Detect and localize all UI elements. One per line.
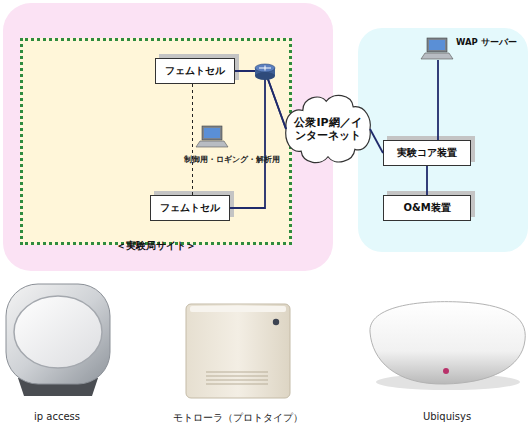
laptop-screen-frame (202, 126, 222, 140)
core-region (358, 28, 528, 252)
product-caption: Ubiquisys (423, 411, 471, 422)
server-laptop: WAP サーバー (423, 38, 453, 60)
femtocell-box: フェムトセル (155, 58, 235, 84)
laptop-base (196, 141, 228, 147)
laptop-screen (204, 128, 220, 138)
device-vents (206, 372, 268, 384)
laptop-icon (423, 38, 453, 60)
device-logo (443, 368, 449, 374)
device-oval (14, 296, 102, 368)
product-caption: ip access (34, 411, 80, 422)
laptop-screen (429, 40, 445, 50)
network-link (426, 166, 428, 195)
router-base (255, 72, 275, 80)
device-body (186, 304, 290, 398)
node-label: 公衆IP網／インターネット (289, 116, 367, 142)
device-body (6, 284, 110, 384)
cloud-shape (286, 95, 371, 162)
node-label: O&M装置 (403, 202, 450, 214)
device-logo (273, 319, 279, 325)
site-label: ＜実験局サイト＞ (116, 240, 196, 252)
network-link (230, 71, 286, 208)
ip-access-device (6, 284, 110, 396)
ubiquisys-device (370, 302, 525, 390)
network-link (370, 129, 383, 153)
node-label: フェムトセル (165, 65, 225, 77)
om-box: O&M装置 (383, 195, 471, 221)
product-caption: モトローラ（プロトタイプ） (173, 411, 303, 425)
router-icon (255, 64, 275, 80)
core-box: 実験コア装置 (383, 140, 471, 166)
site-area: フェムトセルフェムトセル＜実験局サイト＞ (20, 38, 292, 245)
femtocell-box: フェムトセル (150, 195, 230, 221)
dashed-link (192, 84, 193, 195)
node-label: 実験コア装置 (397, 147, 457, 159)
router-top (255, 64, 275, 72)
node-label: フェムトセル (160, 202, 220, 214)
control-laptop (196, 126, 228, 147)
motorola-device (186, 304, 290, 398)
network-link (437, 60, 439, 140)
device-body (370, 302, 525, 384)
site-region (3, 3, 333, 271)
network-cloud: 公衆IP網／インターネット (286, 92, 370, 166)
network-link (235, 71, 286, 129)
node-label: WAP サーバー (456, 37, 517, 47)
router-body (255, 68, 275, 76)
laptop-screen-frame (427, 38, 447, 52)
laptop-base (421, 53, 453, 59)
device-top (190, 306, 286, 312)
router-arrows (259, 66, 271, 71)
